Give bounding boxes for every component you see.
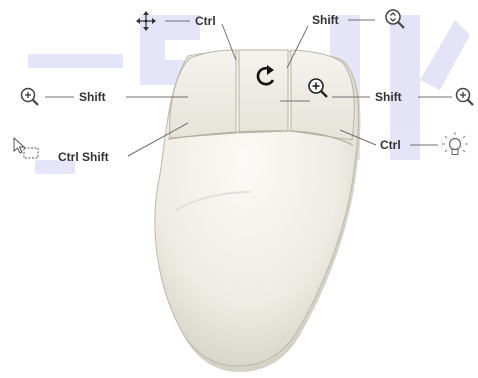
- select-window-icon: [14, 138, 38, 158]
- zoom-in-left-icon: [22, 89, 39, 106]
- lightbulb-icon: [442, 132, 468, 155]
- callout-light-ctrl: Ctrl: [380, 138, 401, 152]
- mouse-illustration: [155, 50, 361, 372]
- callout-left-zoomin-shift: Shift: [79, 90, 106, 104]
- callout-right-zoomin-shift: Shift: [375, 90, 402, 104]
- callout-select-ctrl-shift: Ctrl Shift: [58, 150, 109, 164]
- mouse-middle-button: [239, 50, 288, 133]
- callout-pan-ctrl: Ctrl: [195, 14, 216, 28]
- zoom-in-right-icon: [457, 89, 474, 106]
- callout-zoomfit-shift: Shift: [312, 13, 339, 27]
